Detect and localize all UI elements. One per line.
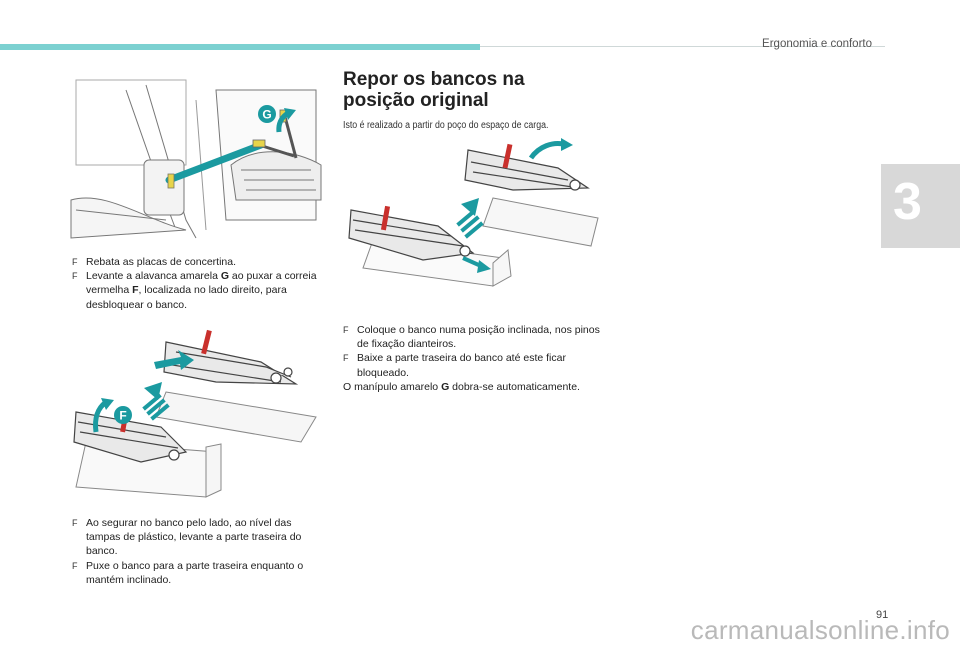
intro-text: Isto é realizado a partir do poço do esp… bbox=[343, 120, 549, 131]
bullet-icon: F bbox=[343, 325, 349, 335]
chapter-tab bbox=[881, 164, 960, 248]
list-item: F Rebata as placas de concertina. bbox=[72, 256, 237, 268]
seat-restore-illustration bbox=[343, 138, 605, 306]
header-rule bbox=[480, 46, 885, 47]
section-title: Ergonomia e conforto bbox=[762, 38, 872, 50]
callout-f: F bbox=[119, 409, 126, 423]
bullet-icon: F bbox=[72, 560, 78, 571]
page-heading: Repor os bancos na posição original bbox=[343, 69, 525, 111]
steps-lift-seat: F Ao segurar no banco pelo lado, ao níve… bbox=[72, 516, 324, 587]
lever-g-illustration: G bbox=[66, 70, 324, 242]
header-accent-bar bbox=[0, 44, 480, 50]
list-item: F Baixe a parte traseira do banco até es… bbox=[343, 352, 566, 379]
bullet-icon: F bbox=[72, 271, 78, 282]
callout-g: G bbox=[262, 108, 271, 122]
steps-restore: F Coloque o banco numa posição inclinada… bbox=[343, 323, 605, 394]
list-item: F Ao segurar no banco pelo lado, ao níve… bbox=[72, 517, 302, 558]
list-item: F Levante a alavanca amarela G ao puxar … bbox=[72, 270, 317, 311]
bullet-icon: F bbox=[72, 257, 78, 267]
page-number: 91 bbox=[876, 609, 889, 621]
bullet-icon: F bbox=[343, 353, 349, 364]
seat-tilt-illustration: F bbox=[66, 322, 324, 510]
steps-unlock: F Rebata as placas de concertina. F Leva… bbox=[72, 255, 324, 312]
bullet-icon: F bbox=[72, 518, 78, 528]
list-item: F Coloque o banco numa posição inclinada… bbox=[343, 324, 600, 351]
watermark: carmanualsonline.info bbox=[690, 615, 950, 645]
list-item: F Puxe o banco para a parte traseira enq… bbox=[72, 559, 304, 586]
chapter-number: 3 bbox=[893, 173, 922, 231]
note-text: O manípulo amarelo G dobra-se automatica… bbox=[343, 380, 580, 393]
